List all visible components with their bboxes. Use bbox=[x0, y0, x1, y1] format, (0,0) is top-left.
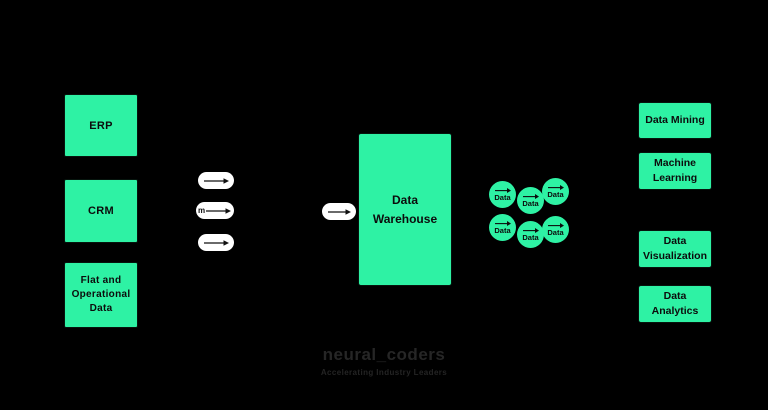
node-data-analytics: Data Analytics bbox=[638, 285, 712, 323]
node-flat-operational-data-label: Flat and Operational Data bbox=[71, 275, 131, 314]
data-mart-label: Data bbox=[522, 199, 539, 209]
node-erp: ERP bbox=[64, 94, 138, 157]
flow-arrow-pill bbox=[198, 172, 234, 189]
arrow-right-icon bbox=[203, 239, 229, 246]
arrow-right-icon bbox=[522, 194, 539, 200]
data-mart-label: Data bbox=[547, 190, 564, 200]
data-mart-label: Data bbox=[522, 233, 539, 243]
data-mart-label: Data bbox=[494, 226, 511, 236]
data-mart-circle: Data bbox=[542, 216, 569, 243]
arrow-right-icon bbox=[203, 177, 229, 184]
arrow-right-icon bbox=[327, 208, 351, 215]
node-data-mining: Data Mining bbox=[638, 102, 712, 139]
flow-arrow-pill bbox=[198, 234, 234, 251]
brand-tagline: Accelerating Industry Leaders bbox=[320, 368, 448, 377]
node-machine-learning: Machine Learning bbox=[638, 152, 712, 190]
arrow-right-icon bbox=[494, 221, 511, 227]
node-data-warehouse-label: Data Warehouse bbox=[372, 192, 438, 226]
data-mart-circle: Data bbox=[489, 181, 516, 208]
node-flat-operational-data: Flat and Operational Data bbox=[64, 262, 138, 328]
flow-arrow-pill: m bbox=[196, 202, 234, 219]
flow-pill-label: m bbox=[197, 205, 206, 215]
arrow-right-icon bbox=[547, 185, 564, 191]
data-mart-label: Data bbox=[494, 193, 511, 203]
node-data-analytics-label: Data Analytics bbox=[651, 290, 699, 317]
arrow-right-icon bbox=[522, 228, 539, 234]
data-mart-circle: Data bbox=[517, 187, 544, 214]
arrow-right-icon bbox=[547, 223, 564, 229]
node-crm-label: CRM bbox=[88, 205, 114, 217]
node-erp-label: ERP bbox=[89, 119, 113, 132]
data-mart-circle: Data bbox=[517, 221, 544, 248]
node-crm: CRM bbox=[64, 179, 138, 243]
node-data-visualization-label: Data Visualization bbox=[643, 235, 707, 262]
node-data-mining-label: Data Mining bbox=[645, 114, 705, 127]
brand-logo-text: neural_coders bbox=[322, 345, 446, 364]
node-machine-learning-label: Machine Learning bbox=[652, 157, 698, 184]
arrow-right-icon bbox=[494, 188, 511, 194]
flow-arrow-pill-warehouse bbox=[322, 203, 356, 220]
data-mart-circle: Data bbox=[542, 178, 569, 205]
node-data-warehouse: Data Warehouse bbox=[358, 133, 452, 286]
node-data-visualization: Data Visualization bbox=[638, 230, 712, 268]
arrow-right-icon bbox=[206, 207, 232, 214]
data-mart-circle: Data bbox=[489, 214, 516, 241]
data-mart-label: Data bbox=[547, 228, 564, 238]
